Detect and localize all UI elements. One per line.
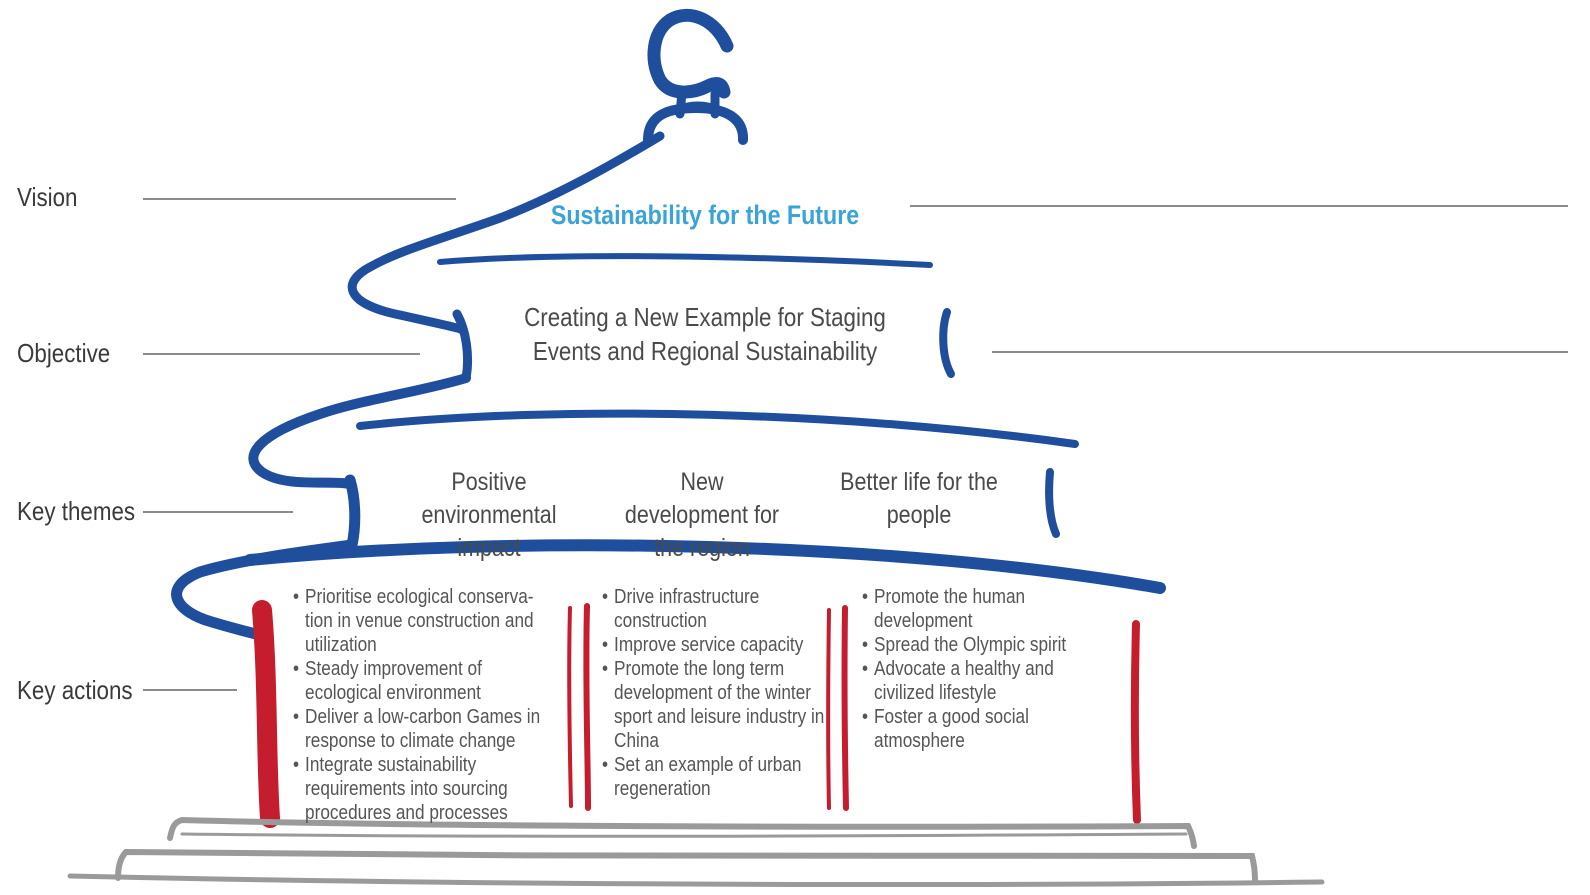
- action-item: Advocate a healthy and civilized lifesty…: [862, 657, 1081, 705]
- pillar-left: [252, 600, 280, 828]
- action-item: Promote the long term development of the…: [602, 657, 827, 753]
- finial: [643, 8, 748, 145]
- tier2-left-post: [452, 309, 473, 383]
- pillar-inner-1a: [567, 606, 573, 808]
- pillar-inner-2a: [826, 608, 831, 810]
- tier2-right-post: [939, 308, 955, 378]
- actions-list-development: Drive infrastructure construction Improv…: [602, 585, 827, 801]
- roof-tier1-eave: [437, 253, 933, 268]
- leader-lines: [143, 198, 1568, 691]
- action-item: Set an example of urban regeneration: [602, 753, 827, 801]
- tier3-left-post: [344, 474, 361, 551]
- action-item: Spread the Olympic spirit: [862, 633, 1081, 657]
- vision-statement: Sustainability for the Future: [550, 200, 860, 230]
- pillar-inner-1b: [583, 603, 591, 811]
- action-item: Steady improvement of ecological environ…: [293, 657, 551, 705]
- actions-list-people: Promote the human development Spread the…: [862, 585, 1081, 753]
- action-item: Prioritise ecological conserva-tion in v…: [293, 585, 551, 657]
- key-actions-label: Key actions: [17, 675, 133, 705]
- action-item: Deliver a low-carbon Games in response t…: [293, 705, 551, 753]
- objective-label: Objective: [17, 338, 111, 368]
- finial-curl: [647, 8, 734, 99]
- theme-people: Better life for the people: [840, 468, 998, 529]
- objective-statement: Creating a New Example for Staging Event…: [524, 302, 886, 366]
- actions-list-environment: Prioritise ecological conserva-tion in v…: [293, 585, 551, 825]
- vision-label: Vision: [17, 182, 78, 212]
- roof-tier3-eave: [244, 539, 1166, 594]
- base-steps: [67, 816, 1325, 887]
- roof-tier2-eave: [356, 409, 1079, 448]
- tier3-right-post: [1045, 468, 1060, 538]
- action-item: Foster a good social atmosphere: [862, 705, 1081, 753]
- action-item: Integrate sustainability requirements in…: [293, 753, 551, 825]
- key-themes-label: Key themes: [17, 496, 136, 526]
- pillar-right: [1130, 620, 1141, 824]
- action-item: Improve service capacity: [602, 633, 827, 657]
- base-upper-step-edge: [180, 832, 1188, 838]
- base-lower-step: [115, 848, 1258, 883]
- theme-development: New development for the region: [624, 468, 780, 562]
- roof-middle-swoop: [248, 373, 471, 489]
- base-upper-step: [167, 816, 1197, 849]
- pillar-inner-2b: [841, 605, 849, 811]
- action-item: Promote the human development: [862, 585, 1081, 633]
- base-ground-line: [67, 873, 1325, 887]
- theme-environment: Positive environmental impact: [421, 468, 557, 562]
- action-item: Drive infrastructure construction: [602, 585, 827, 633]
- pillars: [252, 600, 1141, 828]
- roof-upper-swoop: [347, 131, 665, 335]
- finial-cap: [643, 102, 748, 145]
